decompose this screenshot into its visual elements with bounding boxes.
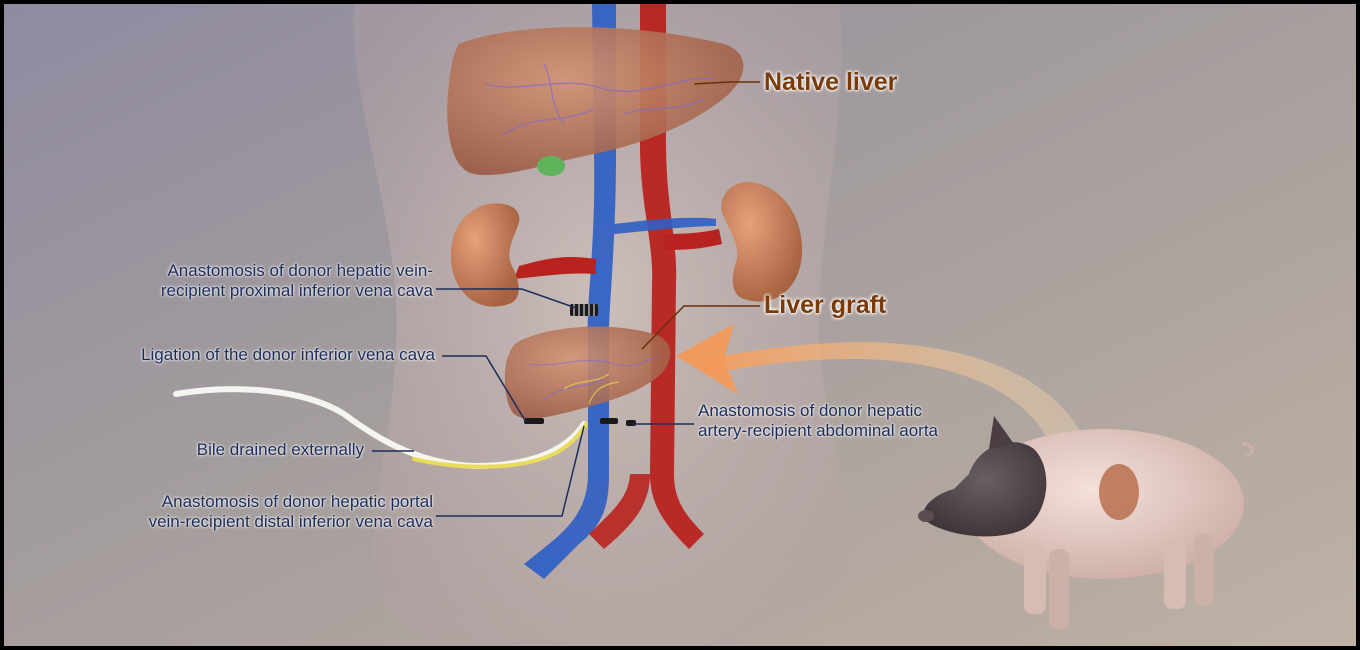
hepatic-vein-anastomosis-label: Anastomosis of donor hepatic vein- recip… [161, 261, 433, 301]
hepatic-vein-anastomosis-line-2: recipient proximal inferior vena cava [161, 281, 433, 301]
liver-graft-label: Liver graft [764, 291, 886, 319]
native-liver-label: Native liver [764, 68, 897, 96]
bile-drainage-label: Bile drained externally [197, 440, 364, 460]
anatomy-illustration [4, 4, 1356, 646]
ivc-ligation-label: Ligation of the donor inferior vena cava [141, 345, 435, 365]
diagram-stage: Native liver Liver graft Anastomosis of … [4, 4, 1356, 646]
artery-anastomosis-line-1: Anastomosis of donor hepatic [698, 401, 938, 421]
artery-anastomosis-line-2: artery-recipient abdominal aorta [698, 421, 938, 441]
portal-vein-anastomosis-label: Anastomosis of donor hepatic portal vein… [149, 492, 433, 532]
gallbladder [537, 156, 565, 176]
portal-vein-anastomosis-line-1: Anastomosis of donor hepatic portal [149, 492, 433, 512]
hepatic-vein-anastomosis-line-1: Anastomosis of donor hepatic vein- [161, 261, 433, 281]
portal-vein-anastomosis-line-2: vein-recipient distal inferior vena cava [149, 512, 433, 532]
artery-anastomosis-label: Anastomosis of donor hepatic artery-reci… [698, 401, 938, 441]
